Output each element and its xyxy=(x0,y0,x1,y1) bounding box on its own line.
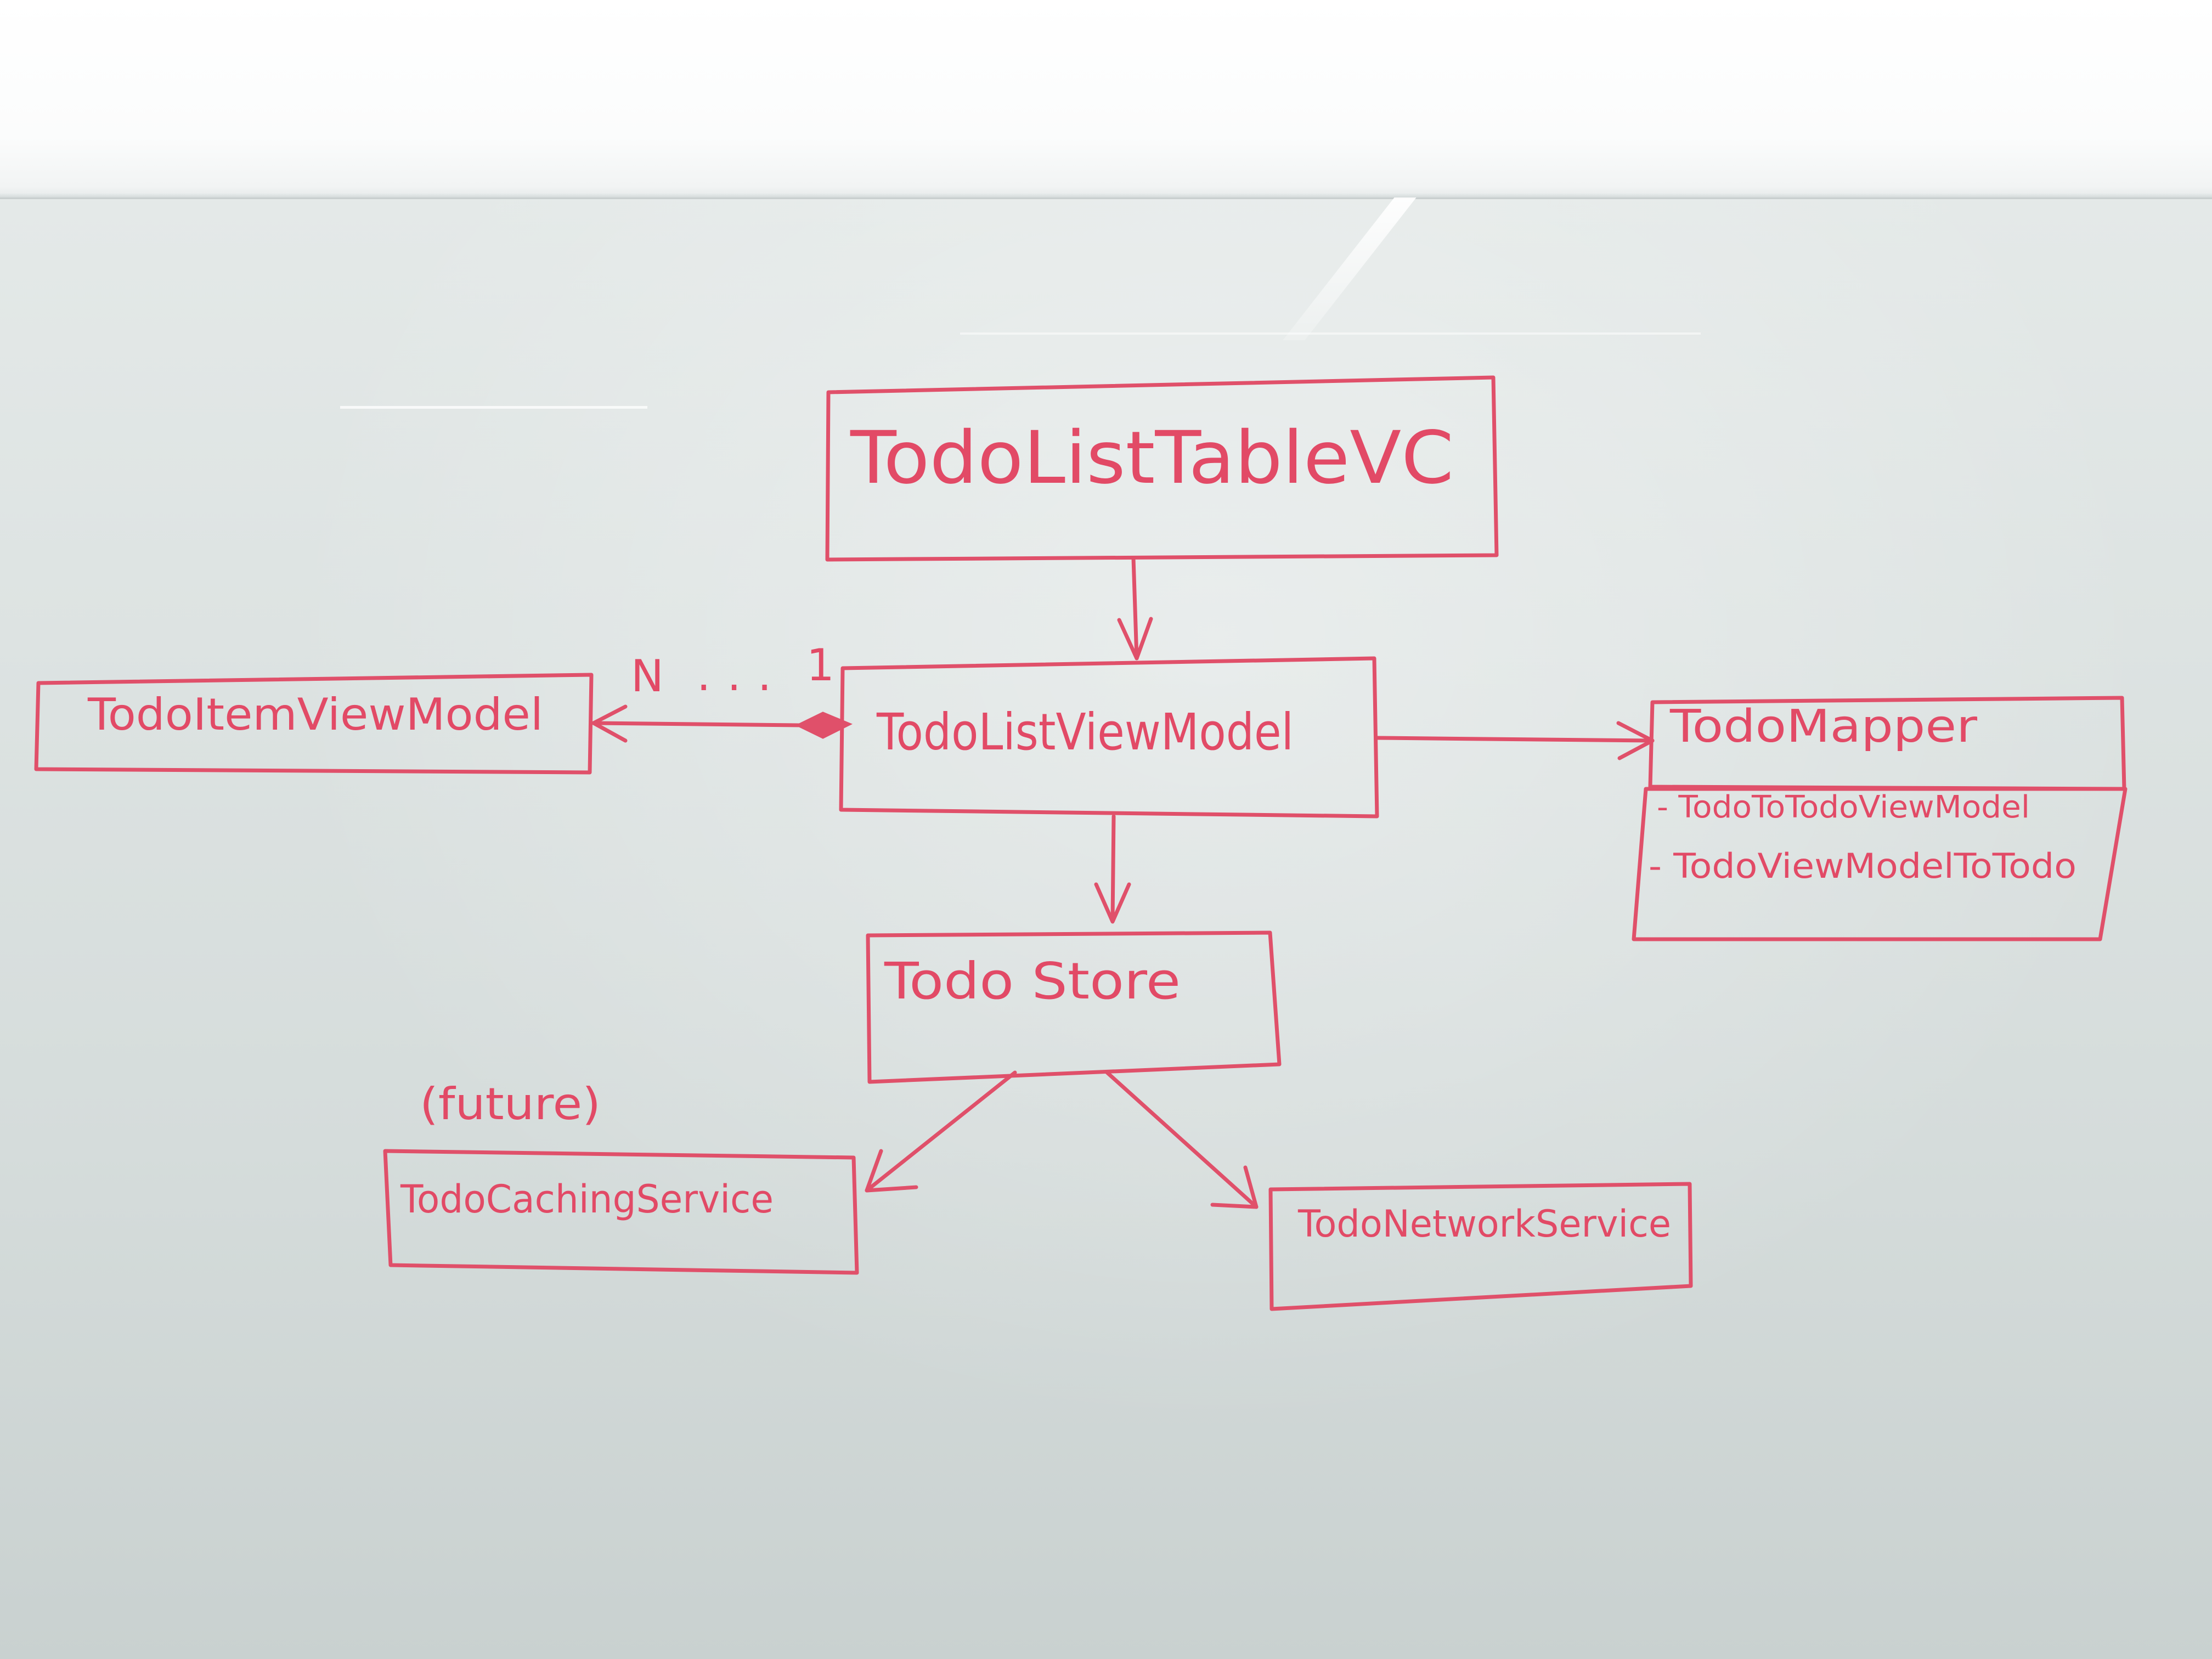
arrowhead xyxy=(1616,721,1655,760)
node-box xyxy=(839,656,1379,819)
node-todo-list-table-vc: TodoListTableVC xyxy=(825,375,1499,562)
composition-diamond xyxy=(795,712,853,739)
node-label: Todo Store xyxy=(884,952,1181,1011)
edge-list-vm-to-item-vm: N ... 1 xyxy=(591,640,853,743)
edge-line xyxy=(1110,814,1116,923)
light-reflection xyxy=(340,406,647,409)
mapper-method: - TodoViewModelToTodo xyxy=(1649,846,2076,886)
arrowhead xyxy=(865,1149,918,1193)
node-label: TodoMapper xyxy=(1669,701,1977,753)
node-box xyxy=(825,375,1499,562)
mapper-method: - TodoToTodoViewModel xyxy=(1657,789,2030,825)
node-note: (future) xyxy=(420,1079,601,1130)
edge-store-to-caching xyxy=(865,1070,1017,1193)
whiteboard-surface xyxy=(0,198,2212,1659)
node-label: TodoItemViewModel xyxy=(87,689,543,740)
node-label: TodoListTableVC xyxy=(850,416,1454,500)
arrowhead xyxy=(1117,617,1153,661)
node-todo-store: Todo Store xyxy=(866,930,1282,1084)
node-methods-box xyxy=(1632,787,2128,941)
edge-line xyxy=(1131,556,1139,661)
node-todo-item-view-model: TodoItemViewModel xyxy=(34,673,594,775)
node-box xyxy=(383,1149,859,1275)
edge-line xyxy=(865,1070,1017,1193)
edge-list-vm-to-store xyxy=(1094,814,1131,924)
edge-line xyxy=(1105,1070,1259,1209)
arrowhead xyxy=(591,704,628,743)
edge-table-vc-to-list-vm xyxy=(1117,556,1153,661)
node-label: TodoListViewModel xyxy=(876,703,1294,761)
node-box xyxy=(34,673,594,775)
node-box xyxy=(866,930,1282,1084)
multiplicity-target: N xyxy=(631,651,664,702)
light-reflection xyxy=(960,332,1701,335)
node-todo-network-service: TodoNetworkService xyxy=(1268,1182,1693,1311)
node-box xyxy=(1268,1182,1693,1311)
node-todo-list-view-model: TodoListViewModel xyxy=(839,656,1379,819)
edge-line xyxy=(1375,736,1655,743)
node-label: TodoCachingService xyxy=(400,1177,774,1222)
edge-store-to-network xyxy=(1105,1070,1259,1209)
arrowhead xyxy=(1094,882,1131,924)
node-label: TodoNetworkService xyxy=(1297,1203,1671,1246)
whiteboard-top-edge xyxy=(0,193,2212,199)
arrowhead xyxy=(1210,1165,1259,1209)
edge-line xyxy=(591,721,803,727)
edge-list-vm-to-mapper xyxy=(1375,721,1655,760)
node-todo-mapper: TodoMapper - TodoToTodoViewModel - TodoV… xyxy=(1632,696,2128,941)
node-todo-caching-service: TodoCachingService (future) xyxy=(383,1079,859,1275)
multiplicity-source: 1 xyxy=(806,640,834,691)
multiplicity-ellipsis: ... xyxy=(697,650,788,701)
